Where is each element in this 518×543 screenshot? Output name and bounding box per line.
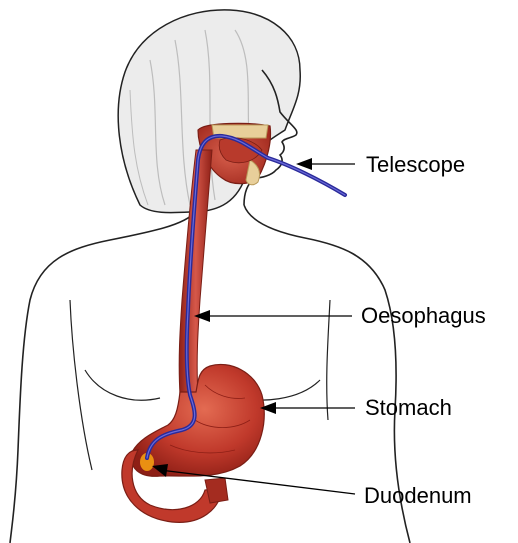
label-stomach: Stomach [365, 395, 452, 421]
label-telescope: Telescope [366, 152, 465, 178]
label-duodenum: Duodenum [364, 483, 472, 509]
body-outline [10, 212, 195, 543]
leader-oesophagus [194, 310, 352, 322]
label-oesophagus: Oesophagus [361, 303, 486, 329]
leader-stomach [260, 402, 355, 414]
leader-telescope [296, 158, 355, 170]
